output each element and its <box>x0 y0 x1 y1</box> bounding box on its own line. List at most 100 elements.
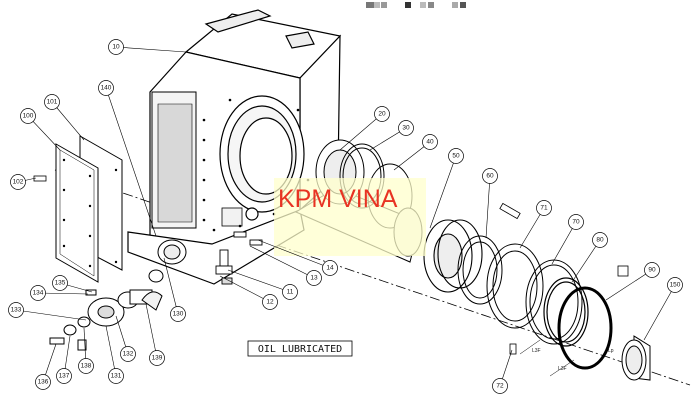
callout-bubble-130 <box>170 306 186 322</box>
ring-71 <box>486 243 544 329</box>
cover-plate-holes <box>62 158 118 268</box>
callout-leader-20 <box>339 113 383 151</box>
callout-bubble-60 <box>482 168 498 184</box>
callout-leader-101 <box>51 101 85 141</box>
callout-bubble-70 <box>568 214 584 230</box>
callout-bubble-10 <box>108 39 124 55</box>
ring-60 <box>457 235 503 305</box>
redacted-header <box>366 2 466 8</box>
dim-label-1: L3F <box>532 348 541 354</box>
callout-bubbles: 10 20 30 40 50 60 70 71 72 80 90 100 101 102 11 12 13 14 1… <box>8 39 683 394</box>
callout-label-10: 10 <box>112 44 120 51</box>
callout-bubble-131 <box>108 368 124 384</box>
callout-label-134: 134 <box>33 290 44 297</box>
callout-bubble-12 <box>262 294 278 310</box>
dimension-marks <box>519 339 575 377</box>
callout-leader-10 <box>115 46 187 53</box>
callout-bubble-80 <box>592 232 608 248</box>
callout-bubble-139 <box>149 350 165 366</box>
callout-label-11: 11 <box>287 289 294 296</box>
callout-leader-133 <box>15 309 87 321</box>
callout-bubble-30 <box>398 120 414 136</box>
callout-label-133: 133 <box>11 307 22 314</box>
callout-label-71: 71 <box>540 205 548 212</box>
gearbox-housing <box>127 9 342 285</box>
callout-label-72: 72 <box>496 383 504 390</box>
ring-80 <box>543 277 589 347</box>
callout-leader-14 <box>257 239 331 269</box>
screw-102 <box>33 175 47 182</box>
callout-leader-131 <box>105 325 117 377</box>
hub-flange <box>423 219 483 293</box>
callout-bubble-14 <box>322 260 338 276</box>
callout-leader-60 <box>485 175 491 239</box>
callout-label-40: 40 <box>426 139 434 146</box>
callout-leader-130 <box>163 257 179 315</box>
callout-bubble-13 <box>306 270 322 286</box>
callout-label-100: 100 <box>23 113 34 120</box>
callout-label-137: 137 <box>59 373 70 380</box>
callout-label-30: 30 <box>402 125 410 132</box>
seal-90 <box>557 286 613 370</box>
callout-leader-80 <box>571 239 601 283</box>
callout-label-80: 80 <box>596 237 604 244</box>
callout-bubble-100 <box>20 108 36 124</box>
callout-bubble-90 <box>644 262 660 278</box>
callout-bubble-11 <box>282 284 298 300</box>
callout-bubble-137 <box>56 368 72 384</box>
callout-bubble-72 <box>492 378 508 394</box>
callout-label-150: 150 <box>670 282 681 289</box>
callout-leader-50 <box>429 155 457 229</box>
callout-label-102: 102 <box>13 179 24 186</box>
housing-bolts <box>215 231 263 285</box>
callout-leader-12 <box>219 275 271 303</box>
callout-bubble-20 <box>374 106 390 122</box>
callout-bubble-101 <box>44 94 60 110</box>
callout-label-130: 130 <box>173 311 184 318</box>
callout-label-139: 139 <box>152 355 163 362</box>
callout-label-135: 135 <box>55 280 66 287</box>
watermark-backdrop <box>274 178 426 256</box>
callout-bubble-102 <box>10 174 26 190</box>
callout-leader-70 <box>551 221 577 265</box>
callout-label-101: 101 <box>47 99 58 106</box>
callout-bubble-150 <box>667 277 683 293</box>
callout-bubble-40 <box>422 134 438 150</box>
callout-label-13: 13 <box>310 275 318 282</box>
callout-bubble-50 <box>448 148 464 164</box>
callout-leader-139 <box>145 303 158 359</box>
callout-label-136: 136 <box>38 379 49 386</box>
callout-leader-90 <box>605 269 653 301</box>
sight-glass <box>157 239 187 265</box>
callout-label-131: 131 <box>111 373 122 380</box>
callout-label-20: 20 <box>378 111 386 118</box>
callout-label-14: 14 <box>326 265 334 272</box>
dim-label-3: Lp <box>608 348 614 354</box>
note-text: OIL LUBRICATED <box>258 344 342 355</box>
callout-leader-13 <box>249 245 315 279</box>
pump-parts <box>49 269 164 351</box>
key-and-pin <box>499 202 629 355</box>
oil-lubricated-note: OIL LUBRICATED <box>247 340 353 357</box>
callout-bubble-138 <box>78 358 94 374</box>
watermark-text: KPM VINA <box>278 185 398 213</box>
callout-leader-140 <box>105 87 157 237</box>
callout-leader-134 <box>37 292 89 295</box>
dim-label-2: L3F <box>558 366 567 372</box>
callout-bubble-71 <box>536 200 552 216</box>
callout-leader-150 <box>643 284 676 341</box>
callout-label-50: 50 <box>452 153 460 160</box>
callout-bubble-132 <box>120 346 136 362</box>
callout-label-132: 132 <box>123 351 134 358</box>
cover-plates <box>55 135 123 283</box>
callout-label-70: 70 <box>572 219 580 226</box>
callout-bubble-135 <box>52 275 68 291</box>
callout-bubble-136 <box>35 374 51 390</box>
callout-bubble-140 <box>98 80 114 96</box>
callout-label-12: 12 <box>266 299 274 306</box>
bearing-150 <box>621 335 651 381</box>
callout-label-138: 138 <box>81 363 92 370</box>
callout-label-60: 60 <box>486 173 494 180</box>
callout-label-90: 90 <box>648 267 656 274</box>
